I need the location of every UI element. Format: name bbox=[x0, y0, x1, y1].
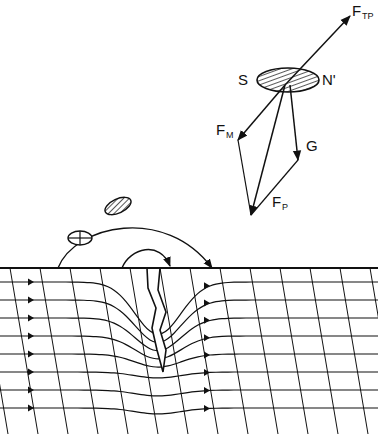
flux-arrowhead bbox=[28, 387, 34, 394]
metal-grid bbox=[0, 268, 378, 434]
particle-ellipse bbox=[257, 68, 319, 92]
force-subscript: TP bbox=[362, 12, 374, 21]
force-label: F bbox=[272, 194, 281, 209]
flux-line bbox=[0, 354, 378, 367]
leakage-field-line bbox=[58, 228, 212, 268]
leakage-field-line bbox=[122, 250, 170, 268]
force-diagram bbox=[238, 16, 350, 215]
crack bbox=[147, 268, 166, 372]
flux-arrowhead bbox=[204, 405, 210, 412]
flux-line bbox=[0, 390, 378, 396]
flux-line bbox=[0, 282, 378, 334]
grid-line bbox=[40, 268, 68, 434]
force-label: F bbox=[216, 122, 225, 137]
grid-line bbox=[280, 268, 308, 434]
flux-arrowhead bbox=[28, 279, 34, 286]
force-label: G bbox=[306, 138, 318, 153]
flux-arrowhead bbox=[204, 317, 210, 324]
grid-line bbox=[10, 268, 38, 434]
grid-line bbox=[310, 268, 338, 434]
force-subscript: P bbox=[282, 203, 288, 212]
force-subscript: M bbox=[226, 131, 234, 140]
surface-line bbox=[0, 267, 378, 269]
flux-arrowhead bbox=[204, 369, 210, 376]
flux-arrowhead bbox=[28, 405, 34, 412]
grid-line bbox=[0, 268, 8, 434]
magnetic-particle bbox=[102, 194, 133, 219]
grid-line bbox=[70, 268, 98, 434]
flux-arrowhead bbox=[28, 369, 34, 376]
flux-arrowhead bbox=[204, 387, 210, 394]
grid-line bbox=[340, 268, 368, 434]
grid-line bbox=[250, 268, 278, 434]
pole-label: N' bbox=[322, 72, 336, 87]
flux-line bbox=[0, 336, 378, 359]
flux-arrowhead bbox=[28, 333, 34, 340]
magnetic-particle bbox=[68, 231, 92, 245]
flux-arrowhead bbox=[28, 297, 34, 304]
grid-line bbox=[370, 268, 378, 434]
flux-arrowhead bbox=[28, 351, 34, 358]
grid-line bbox=[220, 268, 248, 434]
flux-arrowhead bbox=[204, 300, 210, 307]
flux-arrowhead bbox=[28, 315, 34, 322]
flux-arrowhead bbox=[204, 334, 210, 341]
force-label: F bbox=[352, 3, 361, 18]
flux-arrowhead bbox=[204, 282, 210, 289]
flux-line bbox=[0, 408, 378, 414]
flux-line bbox=[0, 372, 378, 378]
pole-label: S bbox=[238, 72, 248, 87]
flux-arrowhead bbox=[204, 351, 210, 358]
